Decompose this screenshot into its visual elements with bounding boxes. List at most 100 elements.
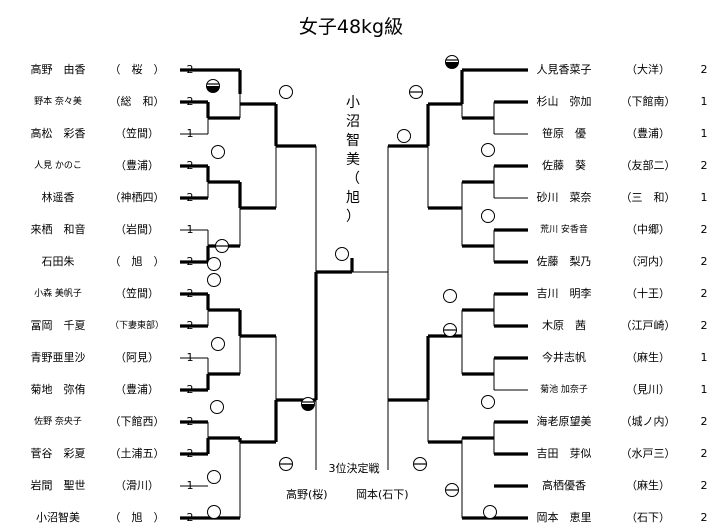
player-score: 2 <box>186 95 194 108</box>
champion-char: 旭 <box>346 190 360 206</box>
player-name: 今井志帆 <box>542 351 586 364</box>
player-score: 2 <box>186 287 194 300</box>
player-score: 2 <box>700 319 708 332</box>
player-school: （石下） <box>626 511 670 524</box>
win-mark-icon <box>207 273 221 287</box>
win-mark-icon <box>443 289 457 303</box>
player-school: （友部二） <box>620 159 676 172</box>
player-score: 1 <box>186 479 194 492</box>
player-score: 2 <box>700 511 708 524</box>
player-score: 2 <box>700 415 708 428</box>
player-school: （城ノ内） <box>620 415 676 428</box>
player-score: 1 <box>186 223 194 236</box>
player-name: 佐藤 梨乃 <box>536 255 592 268</box>
player-school: （総 和） <box>109 95 165 108</box>
champion-char: 沼 <box>346 114 360 130</box>
player-name: 吉川 明李 <box>536 287 592 300</box>
champion-name: 小沼智美 （ 旭 ） <box>344 94 362 227</box>
player-name: 人見 かのこ <box>34 161 82 171</box>
player-name: 岩間 聖世 <box>30 479 86 492</box>
player-name: 人見香菜子 <box>536 63 592 76</box>
player-school: （中郷） <box>626 223 670 236</box>
champion-char: 小 <box>346 95 360 111</box>
player-score: 2 <box>186 63 194 76</box>
champion-char: ） <box>346 209 360 225</box>
player-name: 吉田 芽似 <box>536 447 592 460</box>
third-place-label: 3位決定戦 <box>328 462 380 475</box>
champion-char: （ <box>346 171 360 187</box>
win-mark-icon <box>483 505 497 519</box>
player-name: 高栖優香 <box>542 479 586 492</box>
player-score: 2 <box>700 255 708 268</box>
player-name: 菊地 弥侑 <box>30 383 86 396</box>
ippon-mark-icon <box>301 397 315 411</box>
player-score: 2 <box>186 319 194 332</box>
player-school: （麻生） <box>626 351 670 364</box>
player-school: （豊浦） <box>115 159 159 172</box>
third-place-right: 岡本(石下) <box>356 488 409 501</box>
player-name: 木原 茜 <box>542 319 586 332</box>
win-mark-icon <box>211 145 225 159</box>
ippon-mark-icon <box>206 79 220 93</box>
player-score: 2 <box>700 447 708 460</box>
player-school: （豊浦） <box>115 383 159 396</box>
player-name: 石田朱 <box>41 255 75 268</box>
player-name: 冨岡 千夏 <box>30 319 86 332</box>
decision-mark-icon <box>215 239 229 253</box>
win-mark-icon <box>397 129 411 143</box>
player-name: 砂川 菜奈 <box>536 191 592 204</box>
player-score: 2 <box>700 223 708 236</box>
player-name: 佐藤 葵 <box>542 159 586 172</box>
player-school: （ 桜 ） <box>109 63 165 76</box>
player-school: （滑川） <box>115 479 159 492</box>
player-name: 菅谷 彩夏 <box>30 447 86 460</box>
player-school: （神栖四） <box>109 191 165 204</box>
player-school: （三 和） <box>620 191 676 204</box>
player-name: 高野 由香 <box>30 63 86 76</box>
decision-mark-icon <box>445 483 459 497</box>
win-mark-icon <box>279 85 293 99</box>
player-score: 2 <box>186 383 194 396</box>
decision-mark-icon <box>413 457 427 471</box>
player-name: 菊池 加奈子 <box>540 385 588 395</box>
win-mark-icon <box>211 337 225 351</box>
player-score: 2 <box>186 511 194 524</box>
win-mark-icon <box>207 505 221 519</box>
player-score: 2 <box>186 415 194 428</box>
player-school: （岩間） <box>115 223 159 236</box>
player-school: （ 旭 ） <box>109 511 165 524</box>
player-score: 1 <box>700 127 708 140</box>
player-name: 荒川 安香音 <box>540 225 588 235</box>
player-name: 野本 奈々美 <box>34 97 82 107</box>
champion-char: 智 <box>346 133 360 149</box>
decision-mark-icon <box>409 85 423 99</box>
bracket-title: 女子48kg級 <box>298 16 404 38</box>
player-school: （江戸崎） <box>620 319 676 332</box>
player-name: 笹原 優 <box>542 127 586 140</box>
player-score: 2 <box>700 479 708 492</box>
player-name: 小森 美帆子 <box>34 289 82 299</box>
champion-char: 美 <box>346 152 360 168</box>
player-score: 2 <box>700 287 708 300</box>
player-score: 2 <box>186 447 194 460</box>
win-mark-icon <box>210 400 224 414</box>
ippon-mark-icon <box>445 55 459 69</box>
decision-mark-icon <box>279 457 293 471</box>
player-name: 高松 彩香 <box>30 127 86 140</box>
player-score: 2 <box>186 159 194 172</box>
win-mark-icon <box>481 395 495 409</box>
player-score: 1 <box>186 127 194 140</box>
player-school: （阿見） <box>115 351 159 364</box>
win-mark-icon <box>335 247 349 261</box>
player-name: 青野亜里沙 <box>30 351 86 364</box>
player-school: （下館南） <box>620 95 676 108</box>
win-mark-icon <box>207 470 221 484</box>
player-score: 2 <box>186 191 194 204</box>
player-score: 1 <box>700 95 708 108</box>
player-score: 1 <box>700 191 708 204</box>
player-score: 1 <box>700 383 708 396</box>
player-score: 2 <box>700 159 708 172</box>
player-score: 2 <box>186 255 194 268</box>
